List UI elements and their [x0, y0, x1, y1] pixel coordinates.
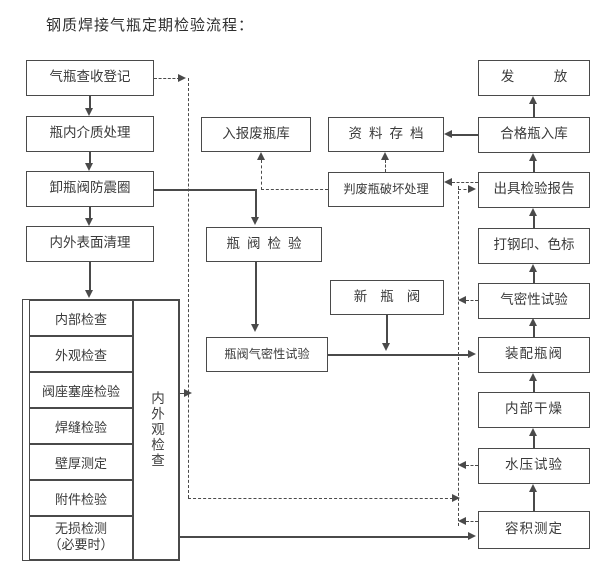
arrowhead-up — [529, 208, 537, 216]
process-box-airtight-test[interactable]: 气密性试验 — [478, 283, 590, 319]
connector-stamp-to-report — [533, 216, 535, 228]
arrowhead-up — [529, 484, 537, 492]
dashed-destroy-to-archive — [385, 160, 386, 172]
connector-ring-to-valve-rail — [154, 189, 256, 191]
arrowhead-right — [178, 74, 186, 82]
process-box-stamp-color-mark[interactable]: 打钢印、色标 — [478, 228, 590, 264]
process-box-hydraulic-test[interactable]: 水压试验 — [478, 448, 590, 484]
arrowhead-up — [529, 428, 537, 436]
connector-receipt-to-medium — [89, 96, 91, 110]
dashed-volume-to-rail — [466, 521, 478, 522]
arrowhead-right — [468, 532, 476, 540]
dashed-bottom-rail — [188, 498, 458, 499]
arrowhead-down — [382, 343, 390, 351]
arrowhead-down — [85, 108, 93, 116]
arrowhead-up — [529, 373, 537, 381]
dashed-into-inspection-group — [179, 393, 185, 394]
dashed-reject-rail-vertical — [458, 186, 459, 526]
connector-storage-to-archive — [452, 134, 478, 136]
process-box-assemble-valve[interactable]: 装配瓶阀 — [478, 337, 590, 373]
arrowhead-up — [529, 318, 537, 326]
connector-drying-to-assemble — [533, 380, 535, 392]
inspection-row-internal[interactable]: 内部检查 — [29, 300, 133, 336]
arrowhead-left — [458, 296, 466, 304]
arrowhead-up — [529, 96, 537, 104]
process-box-scrap-destroy[interactable]: 判废瓶破坏处理 — [328, 172, 444, 207]
dashed-rail-into-report — [458, 189, 472, 190]
connector-hydraulic-to-drying — [533, 436, 535, 448]
connector-inspection-to-volume — [179, 536, 470, 538]
arrowhead-right — [468, 350, 476, 358]
page-title: 钢质焊接气瓶定期检验流程： — [46, 16, 255, 34]
arrowhead-up — [257, 152, 265, 160]
arrowhead-left — [444, 178, 452, 186]
inspection-group-label: 内外观检查 — [148, 391, 164, 469]
arrowhead-down — [85, 218, 93, 226]
process-box-scrap-storage[interactable]: 入报废瓶库 — [201, 117, 311, 152]
inspection-row-ndt-line1: 无损检测 — [54, 521, 107, 537]
arrowhead-down — [251, 324, 259, 332]
dashed-receipt-rail — [154, 78, 180, 79]
process-box-issue-release[interactable]: 发 放 — [478, 60, 590, 96]
arrowhead-down — [251, 217, 259, 225]
arrowhead-down — [85, 290, 93, 298]
arrowhead-left — [444, 130, 452, 138]
connector-report-to-storage — [533, 160, 535, 172]
inspection-row-ndt-line2: （必要时） — [48, 538, 114, 553]
arrowhead-right — [468, 185, 476, 193]
connector-storage-to-release — [533, 104, 535, 117]
dashed-report-to-destroy — [452, 182, 478, 183]
connector-valve-rail-drop — [255, 189, 257, 219]
inspection-row-ndt[interactable]: 无损检测 （必要时） — [29, 516, 133, 560]
process-box-internal-drying[interactable]: 内部干燥 — [478, 392, 590, 428]
arrowhead-left — [458, 517, 466, 525]
connector-assemble-to-airtight — [533, 325, 535, 337]
process-box-qualified-storage[interactable]: 合格瓶入库 — [478, 117, 590, 153]
connector-valve-inspect-to-airtight — [255, 262, 257, 326]
connector-valve-airtight-to-assemble — [328, 354, 470, 356]
process-box-volume-measure[interactable]: 容积测定 — [478, 511, 590, 549]
process-box-valve-inspection[interactable]: 瓶阀检验 — [206, 227, 322, 262]
process-box-archive[interactable]: 资料存档 — [328, 117, 444, 152]
inspection-row-wall-thickness[interactable]: 壁厚测定 — [29, 444, 133, 480]
connector-medium-to-ring — [89, 152, 91, 165]
process-box-remove-valve-ring[interactable]: 卸瓶阀防震圈 — [26, 171, 154, 207]
dashed-scrap-rail-vertical — [261, 160, 262, 190]
inspection-row-appearance[interactable]: 外观检查 — [29, 336, 133, 372]
inspection-group-label-cell: 内外观检查 — [133, 300, 179, 560]
dashed-hydraulic-to-rail — [466, 465, 478, 466]
inspection-row-accessory-check[interactable]: 附件检验 — [29, 480, 133, 516]
process-box-new-valve[interactable]: 新瓶阀 — [330, 280, 444, 315]
process-box-valve-airtight-test[interactable]: 瓶阀气密性试验 — [206, 337, 328, 372]
process-box-medium-treatment[interactable]: 瓶内介质处理 — [26, 116, 154, 152]
connector-volume-to-hydraulic — [533, 492, 535, 511]
inspection-row-seat-check[interactable]: 阀座塞座检验 — [29, 372, 133, 408]
process-box-surface-cleaning[interactable]: 内外表面清理 — [26, 226, 154, 262]
arrowhead-left — [458, 461, 466, 469]
arrowhead-down — [85, 163, 93, 171]
process-box-inspection-report[interactable]: 出具检验报告 — [478, 172, 590, 208]
dashed-airtight-to-rail — [466, 300, 478, 301]
connector-new-valve-drop — [386, 315, 388, 347]
dashed-destroy-to-scrap-rail — [261, 189, 328, 190]
arrowhead-up — [529, 153, 537, 161]
connector-ring-to-cleaning — [89, 207, 91, 220]
arrowhead-up — [529, 264, 537, 272]
arrowhead-right — [452, 494, 460, 502]
dashed-receipt-vertical — [188, 78, 189, 498]
connector-airtight-to-stamp — [533, 271, 535, 283]
connector-cleaning-to-table — [89, 262, 91, 292]
arrowhead-right — [184, 389, 192, 397]
inspection-row-weld-check[interactable]: 焊缝检验 — [29, 408, 133, 444]
process-box-cylinder-receipt[interactable]: 气瓶查收登记 — [26, 60, 154, 96]
arrowhead-up — [381, 152, 389, 160]
